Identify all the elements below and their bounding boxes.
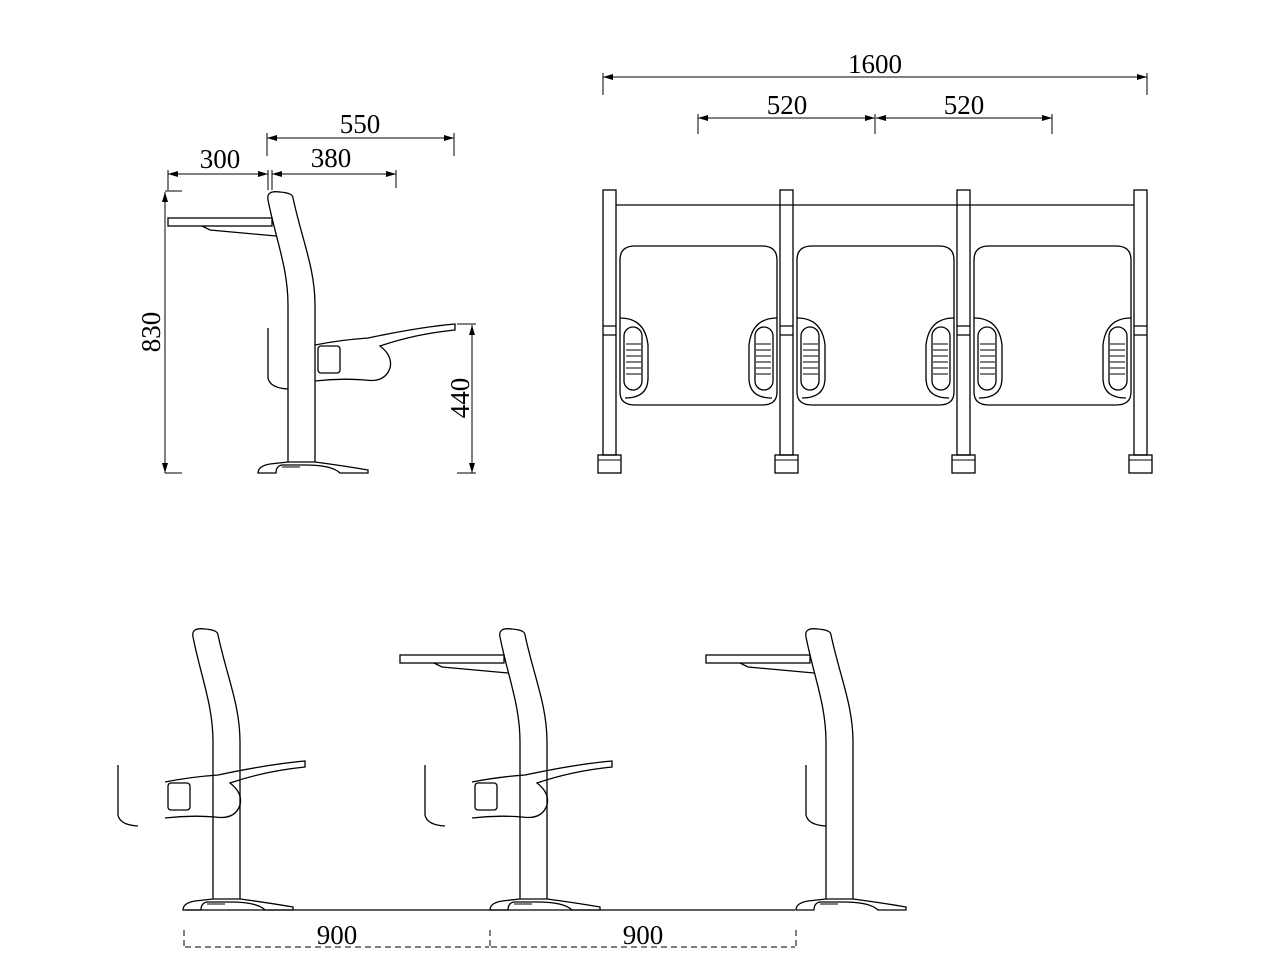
chair-leg-post <box>257 191 369 474</box>
chair-leg-post <box>795 628 907 911</box>
front-seat <box>796 245 955 406</box>
front-post <box>1128 189 1153 474</box>
dim-row-spacing: 900 <box>317 920 358 950</box>
front-view-dimensions: 1600 520 520 <box>602 49 1148 134</box>
front-post <box>597 189 622 474</box>
folding-seat <box>267 323 456 390</box>
writing-tablet <box>167 217 277 237</box>
chair-leg-post <box>182 628 294 911</box>
dim-seat-height: 440 <box>445 378 475 419</box>
row-view-dimensions: 900 900 <box>183 920 797 950</box>
front-seat <box>619 245 778 406</box>
dim-row-spacing: 900 <box>623 920 664 950</box>
dim-seat-depth: 380 <box>311 143 352 173</box>
folding-seat <box>117 760 306 827</box>
front-view-seating-row <box>597 189 1153 474</box>
row-chair-3 <box>705 628 907 911</box>
front-post <box>951 189 976 474</box>
front-seat <box>973 245 1132 406</box>
side-view-dimensions: 300 380 550 830 440 <box>136 109 476 474</box>
dim-total-depth: 550 <box>340 109 381 139</box>
side-view-chair <box>167 191 456 474</box>
writing-tablet <box>705 654 815 674</box>
dim-total-width: 1600 <box>848 49 902 79</box>
row-chair-2 <box>399 628 613 911</box>
dim-seat-pitch: 520 <box>767 90 808 120</box>
row-chair-1 <box>117 628 306 911</box>
dim-total-height: 830 <box>136 312 166 353</box>
front-post <box>774 189 799 474</box>
dim-desk-depth: 300 <box>200 144 241 174</box>
folding-seat <box>424 760 613 827</box>
dim-seat-pitch: 520 <box>944 90 985 120</box>
chair-leg-post <box>489 628 601 911</box>
writing-tablet <box>399 654 509 674</box>
row-view <box>117 628 907 911</box>
